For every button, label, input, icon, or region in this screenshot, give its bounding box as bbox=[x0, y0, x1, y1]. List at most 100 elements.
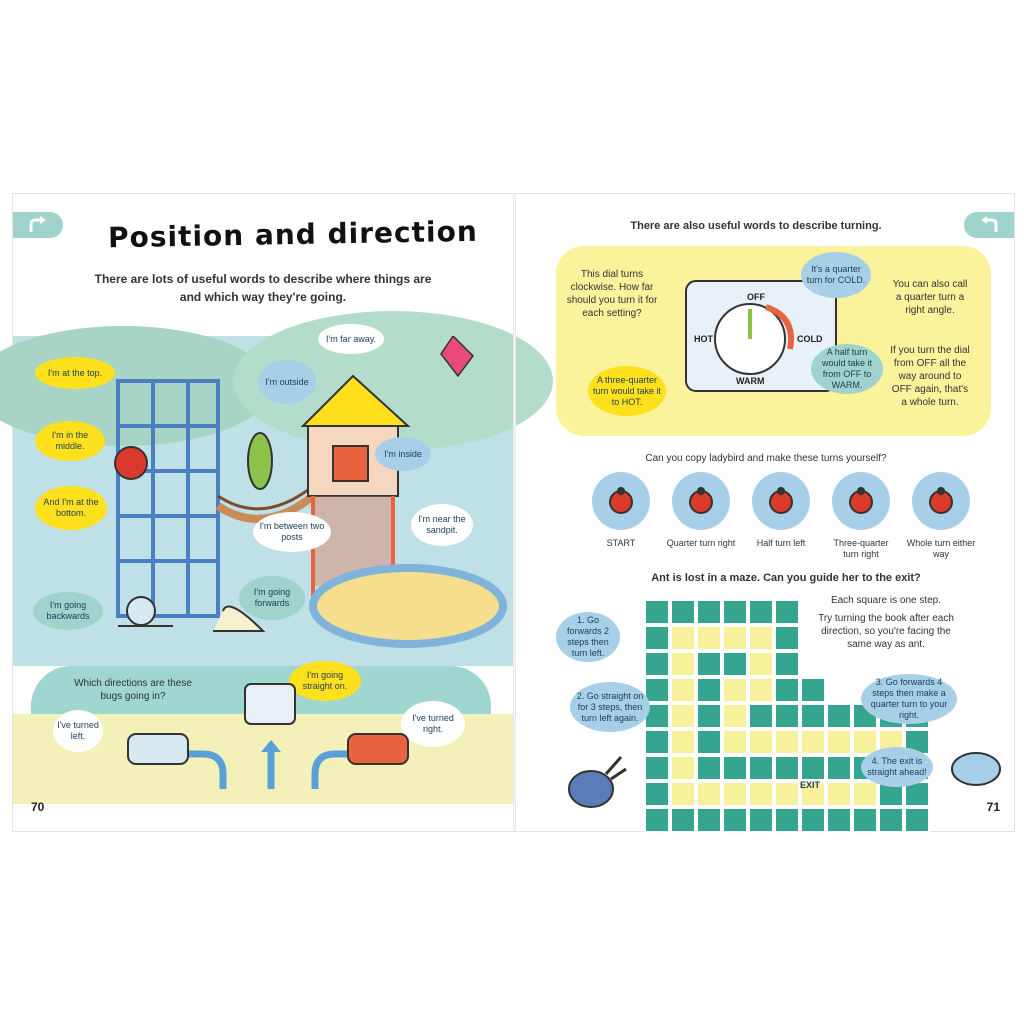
maze-cell bbox=[644, 781, 670, 807]
bubble-inside: I'm inside bbox=[375, 437, 431, 471]
maze-cell bbox=[696, 599, 722, 625]
maze-cell bbox=[644, 755, 670, 781]
maze-cell bbox=[826, 729, 852, 755]
maze-cell bbox=[722, 729, 748, 755]
maze-cell bbox=[670, 729, 696, 755]
next-page-tab[interactable] bbox=[964, 212, 1014, 238]
maze-cell bbox=[670, 703, 696, 729]
maze-cell bbox=[748, 651, 774, 677]
turning-intro: There are also useful words to describe … bbox=[630, 220, 882, 232]
page-number-right: 71 bbox=[986, 800, 1000, 814]
maze-cell bbox=[748, 755, 774, 781]
maze-cell bbox=[774, 781, 800, 807]
maze-cell bbox=[644, 729, 670, 755]
maze-cell bbox=[696, 703, 722, 729]
maze-cell bbox=[800, 677, 826, 703]
playground-illustration bbox=[114, 336, 507, 648]
maze-cell bbox=[774, 651, 800, 677]
maze-cell bbox=[774, 729, 800, 755]
maze-cell bbox=[722, 755, 748, 781]
bubble-outside: I'm outside bbox=[258, 360, 316, 404]
whole-turn-text: If you turn the dial from OFF all the wa… bbox=[890, 345, 970, 408]
maze-cell bbox=[696, 729, 722, 755]
maze-cell bbox=[722, 703, 748, 729]
maze-cell bbox=[800, 807, 826, 833]
dial-illustration bbox=[685, 280, 837, 392]
maze-cell bbox=[800, 781, 826, 807]
maze-cell bbox=[826, 755, 852, 781]
maze-cell bbox=[722, 651, 748, 677]
maze-cell bbox=[644, 599, 670, 625]
bubble-far-away: I'm far away. bbox=[318, 324, 384, 354]
bubble-near: I'm near the sandpit. bbox=[411, 504, 473, 546]
dial-label-off: OFF bbox=[747, 292, 765, 302]
dial-label-cold: COLD bbox=[797, 334, 823, 344]
dial-label-hot: HOT bbox=[694, 334, 713, 344]
bubble-turned-left: I've turned left. bbox=[53, 710, 103, 752]
bubble-bottom: And I'm at the bottom. bbox=[35, 486, 107, 530]
maze-step-3: 3. Go forwards 4 steps then make a quart… bbox=[861, 674, 957, 724]
maze-cell bbox=[696, 781, 722, 807]
maze-cell bbox=[670, 651, 696, 677]
ladybird-question: Can you copy ladybird and make these tur… bbox=[645, 453, 887, 464]
maze-cell bbox=[774, 599, 800, 625]
maze-cell bbox=[748, 729, 774, 755]
bubble-forwards: I'm going forwards bbox=[239, 576, 305, 620]
dial-question: This dial turns clockwise. How far shoul… bbox=[566, 269, 658, 319]
maze-cell bbox=[826, 703, 852, 729]
maze-cell bbox=[670, 677, 696, 703]
right-page: There are also useful words to describe … bbox=[516, 194, 1014, 833]
right-angle-text: You can also call a quarter turn a right… bbox=[892, 279, 968, 316]
bubble-turned-right: I've turned right. bbox=[401, 701, 465, 747]
bubble-half-turn: A half turn would take it from OFF to WA… bbox=[811, 344, 883, 394]
maze-cell bbox=[670, 599, 696, 625]
dial-label-warm: WARM bbox=[736, 376, 765, 386]
maze-cell bbox=[800, 703, 826, 729]
maze-cell bbox=[696, 807, 722, 833]
maze-cell bbox=[748, 807, 774, 833]
turn-item-whole: Whole turn either way bbox=[906, 472, 976, 560]
maze-cell bbox=[852, 729, 878, 755]
bubble-quarter-turn: It's a quarter turn for COLD. bbox=[801, 252, 871, 298]
maze-note-steps: Each square is one step. bbox=[830, 595, 942, 606]
maze-cell bbox=[644, 625, 670, 651]
maze-cell bbox=[696, 625, 722, 651]
maze-cell bbox=[748, 703, 774, 729]
maze-cell bbox=[800, 755, 826, 781]
bubble-top: I'm at the top. bbox=[35, 357, 115, 389]
maze-step-1: 1. Go forwards 2 steps then turn left. bbox=[556, 612, 620, 662]
maze-cell bbox=[722, 807, 748, 833]
maze-cell bbox=[748, 599, 774, 625]
maze-note-turning: Try turning the book after each directio… bbox=[818, 613, 954, 650]
maze-cell bbox=[826, 807, 852, 833]
maze-cell bbox=[748, 677, 774, 703]
bubble-between: I'm between two posts bbox=[253, 512, 331, 552]
ladybird-icon bbox=[769, 487, 793, 514]
book-gutter bbox=[513, 194, 516, 831]
maze-cell bbox=[670, 755, 696, 781]
maze-cell bbox=[696, 755, 722, 781]
turn-item-start: START bbox=[586, 472, 656, 549]
ladybird-icon bbox=[609, 487, 633, 514]
turn-arrow-icon bbox=[981, 216, 998, 232]
maze-cell bbox=[722, 625, 748, 651]
ladybird-icon bbox=[689, 487, 713, 514]
prev-page-tab[interactable] bbox=[13, 212, 63, 238]
beetle-illustration bbox=[568, 756, 627, 808]
road-arrows-illustration bbox=[127, 683, 409, 789]
turn-arrow-icon bbox=[29, 216, 46, 232]
maze-cell bbox=[696, 677, 722, 703]
maze-cell bbox=[670, 781, 696, 807]
maze-cell bbox=[722, 599, 748, 625]
bubble-middle: I'm in the middle. bbox=[35, 421, 105, 461]
book-spread: Position and direction There are lots of… bbox=[0, 193, 1015, 833]
maze-cell bbox=[800, 729, 826, 755]
turn-item-half: Half turn left bbox=[746, 472, 816, 549]
maze-cell bbox=[748, 781, 774, 807]
bubble-straight-on: I'm going straight on. bbox=[289, 661, 361, 701]
maze-cell bbox=[774, 755, 800, 781]
maze-exit-label: EXIT bbox=[800, 780, 821, 790]
maze-cell bbox=[904, 807, 930, 833]
maze-cell bbox=[670, 625, 696, 651]
maze-cell bbox=[826, 781, 852, 807]
